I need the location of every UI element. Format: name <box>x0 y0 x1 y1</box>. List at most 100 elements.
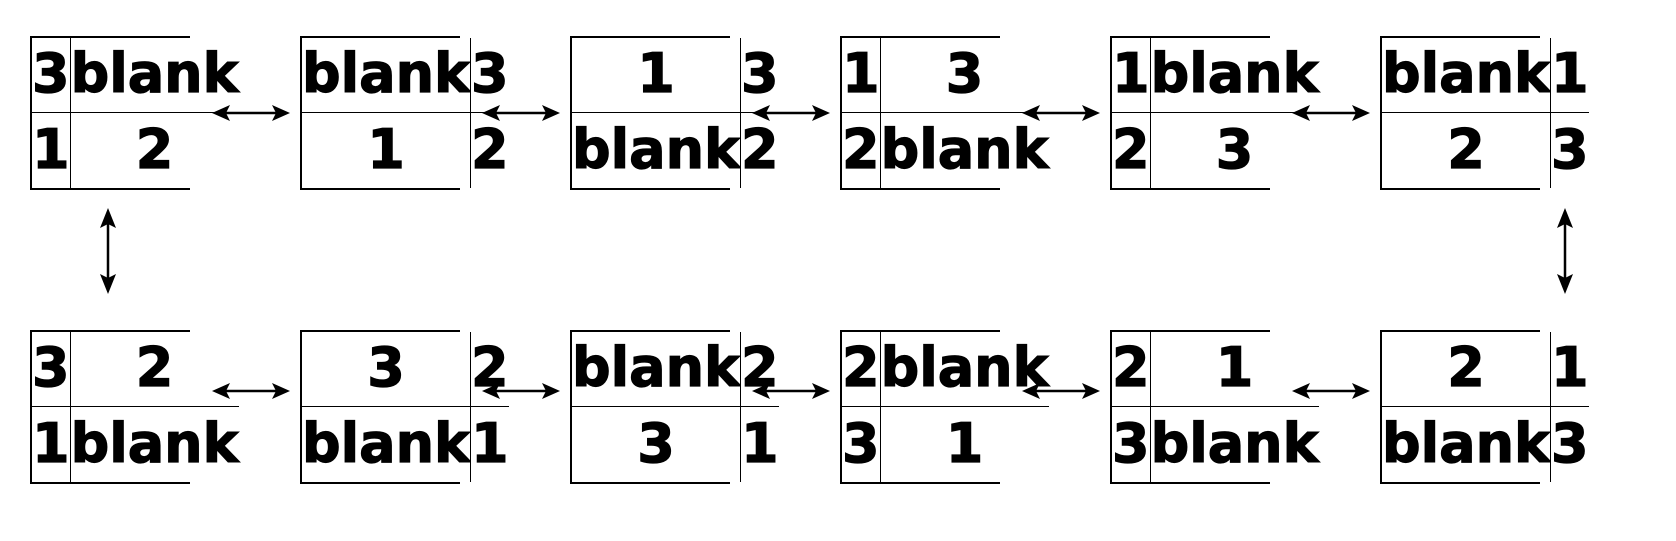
puzzle-cell-tile[interactable]: blank <box>571 332 741 407</box>
puzzle-cell-tile[interactable]: 3 <box>880 38 1049 113</box>
tile-number: 3 <box>1215 117 1254 181</box>
tile-number: 1 <box>841 42 880 105</box>
puzzle-cell-tile[interactable]: 3 <box>1550 407 1589 482</box>
tile-number: 2 <box>470 117 509 181</box>
tile-number: blank <box>880 336 1049 399</box>
puzzle-cell-tile[interactable]: blank <box>1381 407 1551 482</box>
puzzle-cell-tile[interactable]: 3 <box>1111 407 1151 482</box>
tile-number: 1 <box>1550 336 1589 399</box>
puzzle-cell-tile[interactable]: 1 <box>1111 38 1151 113</box>
tile-number: 2 <box>841 117 880 181</box>
puzzle-cell-tile[interactable]: 1 <box>740 407 779 482</box>
tile-number: 3 <box>1111 411 1150 475</box>
puzzle-cell-tile[interactable]: 1 <box>572 38 741 113</box>
puzzle-cell-tile[interactable]: 1 <box>31 407 71 482</box>
puzzle-cell-tile[interactable]: 3 <box>841 407 881 482</box>
puzzle-cell-tile[interactable]: 3 <box>1150 113 1319 188</box>
puzzle-cell-tile[interactable]: 3 <box>31 332 71 407</box>
tile-number: 3 <box>1550 411 1589 475</box>
puzzle-cell-tile[interactable]: blank <box>301 38 471 113</box>
tile-number: 1 <box>31 411 70 475</box>
puzzle-cell-tile[interactable]: 1 <box>470 407 509 482</box>
puzzle-cell-tile[interactable]: 2 <box>740 332 779 407</box>
tile-number: blank <box>571 336 740 399</box>
tile-number: blank <box>301 411 470 475</box>
puzzle-cell-tile[interactable]: 2 <box>1382 113 1551 188</box>
tile-number: 3 <box>841 411 880 475</box>
puzzle-cell-tile[interactable]: 2 <box>1111 113 1151 188</box>
tile-number: 1 <box>31 117 70 181</box>
puzzle-cell-tile[interactable]: 3 <box>470 38 509 113</box>
tile-number: 3 <box>470 42 509 105</box>
puzzle-cell-tile[interactable]: blank <box>301 407 471 482</box>
tile-number: 2 <box>740 336 779 399</box>
transition-arrow-horizontal <box>1022 378 1100 404</box>
transition-arrow-horizontal <box>752 378 830 404</box>
transition-arrow-horizontal <box>1292 100 1370 126</box>
transition-arrow-horizontal <box>752 100 830 126</box>
tile-number: 2 <box>135 336 174 399</box>
puzzle-cell-tile[interactable]: 2 <box>841 332 881 407</box>
puzzle-cell-tile[interactable]: 2 <box>1382 332 1551 407</box>
tile-number: 2 <box>1111 117 1150 181</box>
puzzle-cell-tile[interactable]: blank <box>571 113 741 188</box>
puzzle-cell-tile[interactable]: 2 <box>470 113 509 188</box>
puzzle-cell-tile[interactable]: 3 <box>302 332 471 407</box>
transition-arrow-vertical <box>1552 208 1578 294</box>
tile-number: 1 <box>637 42 676 105</box>
puzzle-cell-tile[interactable]: 2 <box>1111 332 1151 407</box>
puzzle-cell-tile[interactable]: 2 <box>841 113 881 188</box>
tile-number: 3 <box>31 336 70 399</box>
tile-number: blank <box>1150 42 1319 105</box>
puzzle-cell-tile[interactable]: 1 <box>1550 332 1589 407</box>
transition-arrow-vertical <box>95 208 121 294</box>
puzzle-cell-tile[interactable]: 1 <box>302 113 471 188</box>
tile-number: 2 <box>740 117 779 181</box>
puzzle-cell-tile[interactable]: blank <box>880 113 1049 188</box>
puzzle-cell-tile[interactable]: 2 <box>470 332 509 407</box>
puzzle-cell-tile[interactable]: 3 <box>31 38 71 113</box>
puzzle-cell-tile[interactable]: blank <box>70 38 239 113</box>
puzzle-cell-tile[interactable]: 1 <box>1150 332 1319 407</box>
puzzle-cell-tile[interactable]: 2 <box>740 113 779 188</box>
puzzle-cell-tile[interactable]: 3 <box>572 407 741 482</box>
tile-number: 2 <box>135 117 174 181</box>
tile-number: 3 <box>1550 117 1589 181</box>
puzzle-cell-tile[interactable]: 1 <box>31 113 71 188</box>
puzzle-cell-tile[interactable]: blank <box>880 332 1049 407</box>
puzzle-cell-tile[interactable]: 3 <box>740 38 779 113</box>
puzzle-cell-tile[interactable]: blank <box>70 407 239 482</box>
tile-number: 1 <box>740 411 779 475</box>
puzzle-cell-tile[interactable]: 1 <box>1550 38 1589 113</box>
puzzle-cell-tile[interactable]: 3 <box>1550 113 1589 188</box>
tile-number: 3 <box>367 336 406 399</box>
tile-number: 3 <box>637 411 676 475</box>
transition-arrow-horizontal <box>1292 378 1370 404</box>
puzzle-cell-tile[interactable]: 1 <box>880 407 1049 482</box>
tile-number: 3 <box>945 42 984 105</box>
puzzle-cell-tile[interactable]: blank <box>1150 38 1319 113</box>
transition-arrow-horizontal <box>1022 100 1100 126</box>
puzzle-cell-tile[interactable]: 2 <box>70 332 239 407</box>
transition-arrow-horizontal <box>212 378 290 404</box>
puzzle-cell-tile[interactable]: blank <box>1150 407 1319 482</box>
tile-number: blank <box>301 42 470 105</box>
tile-number: blank <box>1381 42 1550 105</box>
puzzle-cell-tile[interactable]: 2 <box>70 113 239 188</box>
tile-number: 1 <box>1215 336 1254 399</box>
transition-arrow-horizontal <box>482 100 560 126</box>
puzzle-cell-tile[interactable]: 1 <box>841 38 881 113</box>
puzzle-cell-tile[interactable]: blank <box>1381 38 1551 113</box>
